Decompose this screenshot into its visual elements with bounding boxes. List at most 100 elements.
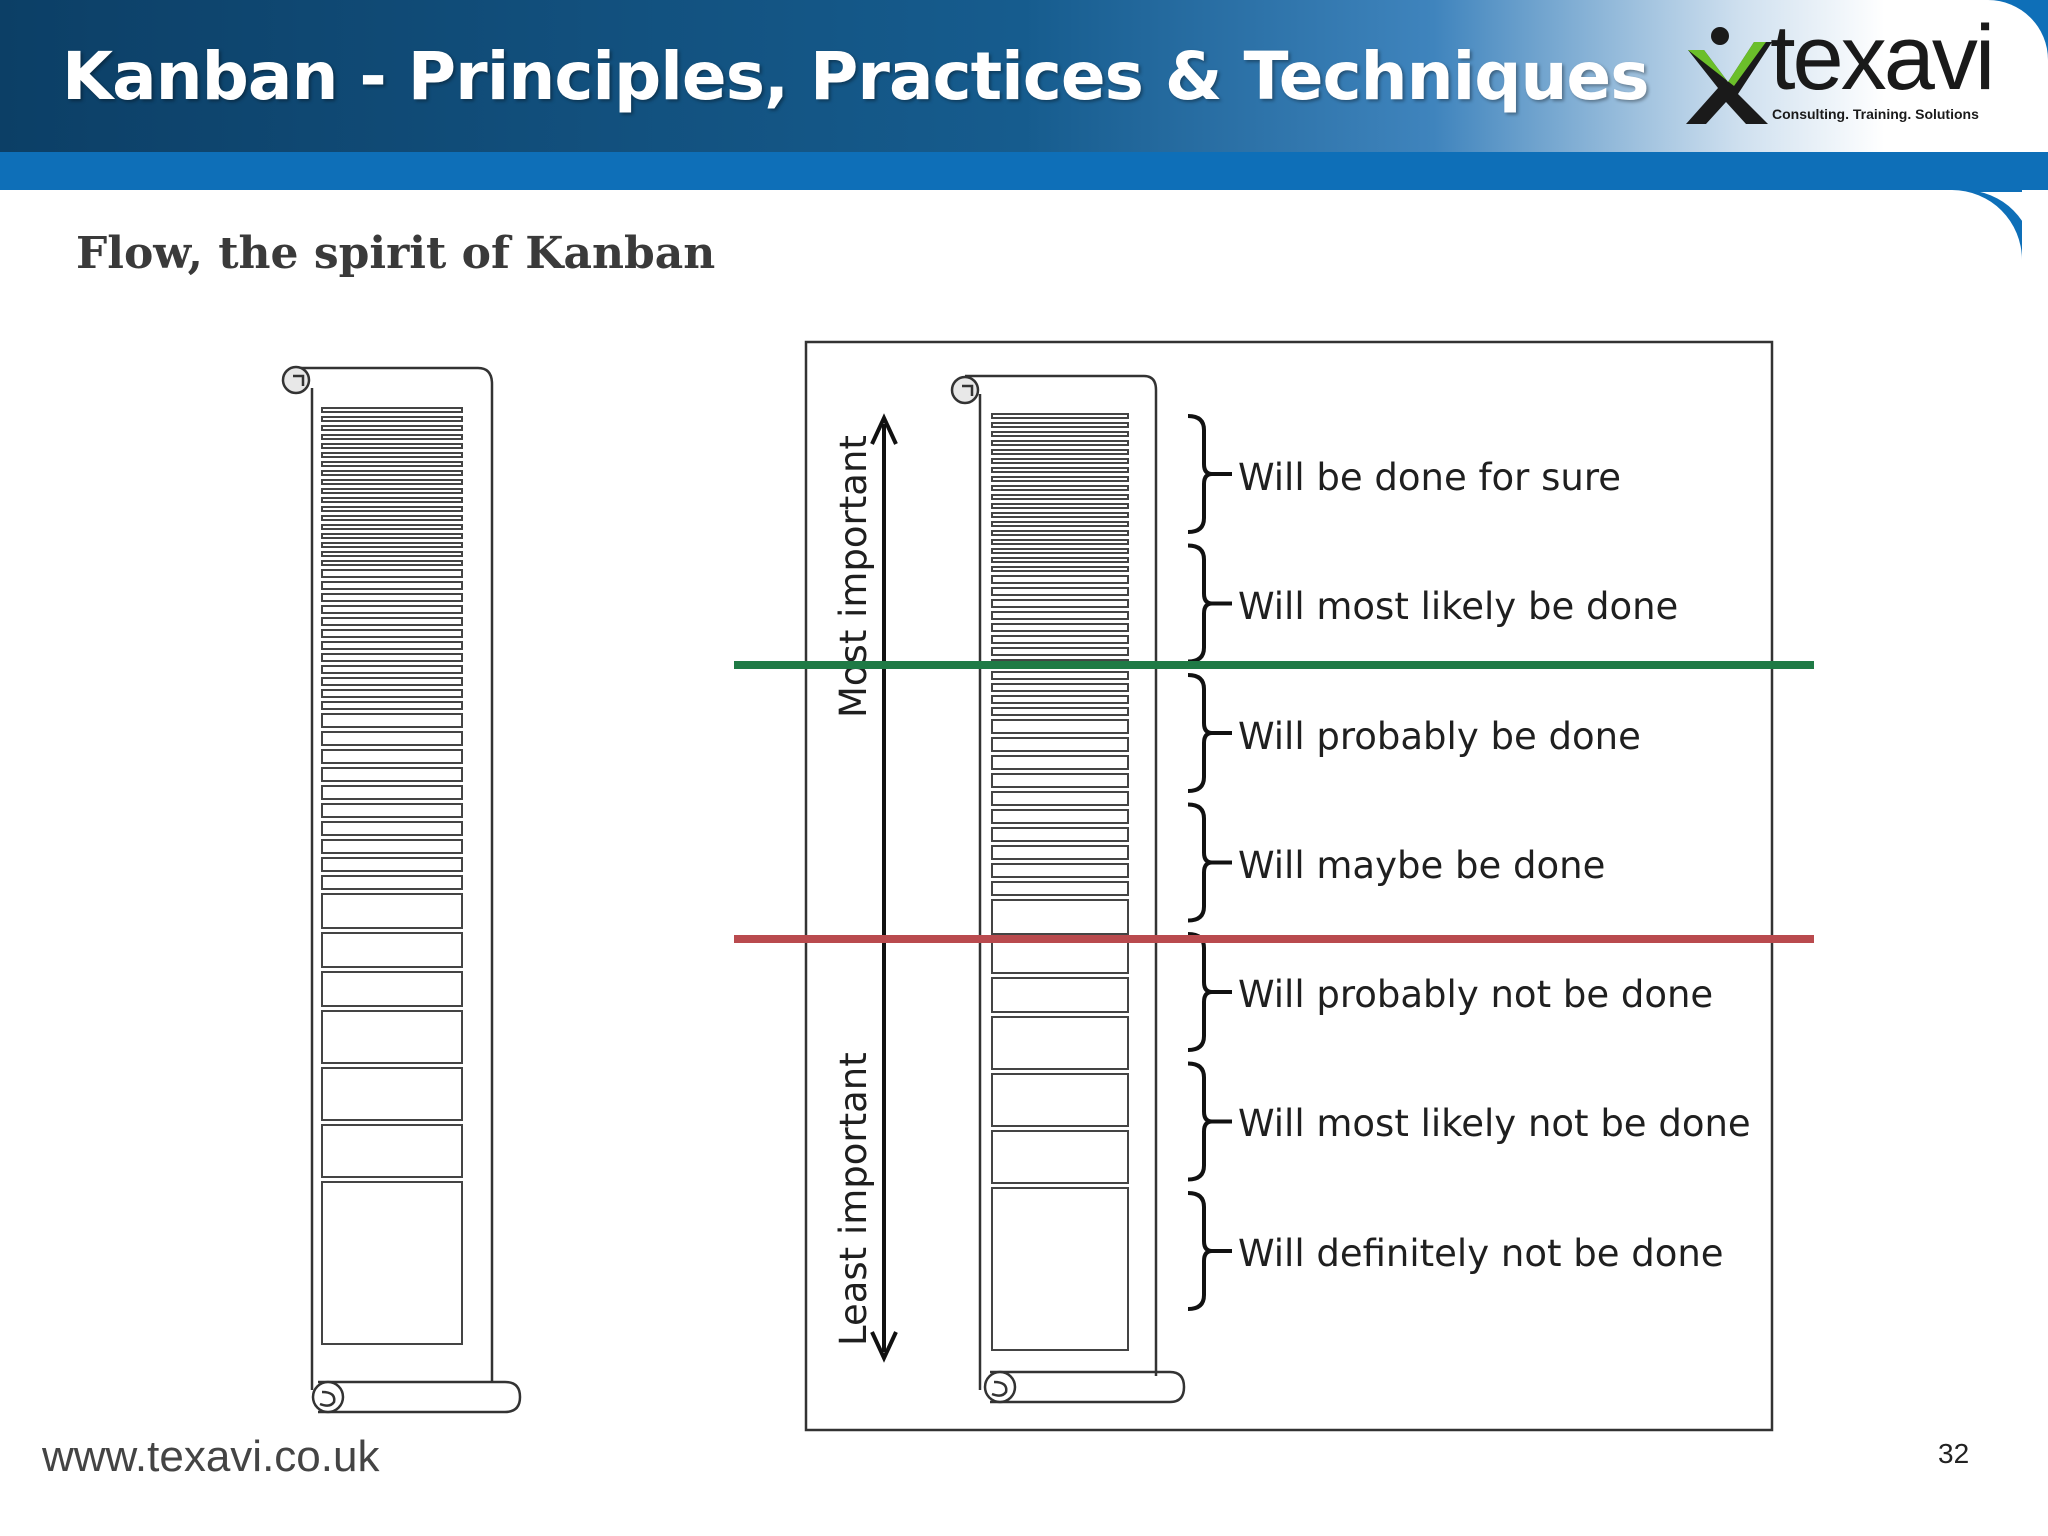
backlog-item [321, 497, 463, 503]
backlog-item [321, 443, 463, 449]
backlog-item [991, 557, 1129, 563]
backlog-item [321, 470, 463, 476]
logo-tagline: Consulting. Training. Solutions [1772, 106, 1979, 122]
backlog-item [991, 938, 1129, 974]
backlog-item [991, 647, 1129, 656]
backlog-item [991, 431, 1129, 437]
backlog-item [321, 749, 463, 764]
header-gradient [0, 0, 2048, 152]
bracket [1187, 414, 1232, 534]
backlog-item [991, 467, 1129, 473]
left-backlog-scroll [281, 365, 522, 1414]
backlog-item [991, 683, 1129, 692]
backlog-item [321, 857, 463, 872]
backlog-item [321, 581, 463, 590]
backlog-item [321, 653, 463, 662]
backlog-item [991, 587, 1129, 596]
bracket [1187, 1191, 1232, 1311]
backlog-item [321, 461, 463, 467]
backlog-item [991, 485, 1129, 491]
running-person-icon [1686, 27, 1772, 124]
backlog-item [321, 689, 463, 698]
slide-title: Kanban - Principles, Practices & Techniq… [62, 38, 1649, 115]
backlog-item [321, 803, 463, 818]
backlog-item [991, 440, 1129, 446]
backlog-item [321, 713, 463, 728]
backlog-item [321, 569, 463, 578]
backlog-item [991, 476, 1129, 482]
backlog-item [321, 617, 463, 626]
backlog-item [321, 629, 463, 638]
backlog-item [991, 422, 1129, 428]
backlog-item [321, 875, 463, 890]
backlog-item [321, 1067, 463, 1121]
backlog-item [321, 524, 463, 530]
backlog-item [991, 539, 1129, 545]
backlog-item [991, 503, 1129, 509]
backlog-item [991, 977, 1129, 1013]
backlog-item [321, 560, 463, 566]
backlog-item [321, 701, 463, 710]
backlog-item [321, 1181, 463, 1345]
backlog-item [991, 449, 1129, 455]
backlog-item [991, 755, 1129, 770]
backlog-item [991, 1187, 1129, 1351]
backlog-item [991, 611, 1129, 620]
right-backlog-scroll [950, 374, 1186, 1404]
backlog-item [321, 407, 463, 413]
importance-axis [870, 413, 898, 1363]
backlog-item [321, 551, 463, 557]
bracket [1187, 673, 1232, 793]
bracket-label: Will maybe be done [1238, 844, 1605, 887]
header-bar: Kanban - Principles, Practices & Techniq… [0, 0, 2048, 192]
backlog-item [991, 530, 1129, 536]
backlog-item [321, 605, 463, 614]
right-backlog-items [991, 413, 1129, 1351]
backlog-item [321, 767, 463, 782]
backlog-item [991, 809, 1129, 824]
footer-website[interactable]: www.texavi.co.uk [42, 1432, 380, 1481]
bracket-label: Will definitely not be done [1238, 1232, 1724, 1275]
backlog-item [321, 731, 463, 746]
backlog-item [321, 506, 463, 512]
backlog-item [321, 839, 463, 854]
backlog-item [991, 575, 1129, 584]
backlog-item [321, 1010, 463, 1064]
bracket [1187, 932, 1232, 1052]
backlog-item [991, 635, 1129, 644]
backlog-item [321, 488, 463, 494]
backlog-item [991, 512, 1129, 518]
backlog-item [321, 665, 463, 674]
backlog-item [991, 623, 1129, 632]
backlog-item [321, 434, 463, 440]
slide-subtitle: Flow, the spirit of Kanban [76, 228, 716, 279]
bracket [1187, 543, 1232, 664]
backlog-item [991, 1073, 1129, 1127]
backlog-item [991, 671, 1129, 680]
bracket [1187, 1061, 1232, 1182]
backlog-item [321, 821, 463, 836]
right-rail [2022, 190, 2048, 1536]
backlog-item [991, 458, 1129, 464]
backlog-item [321, 893, 463, 929]
backlog-item [991, 791, 1129, 806]
backlog-item [321, 542, 463, 548]
texavi-logo: texavi Consulting. Training. Solutions [1676, 12, 1995, 128]
backlog-item [321, 785, 463, 800]
backlog-item [991, 695, 1129, 704]
backlog-item [991, 719, 1129, 734]
axis-least-important-label: Least important [832, 1052, 875, 1346]
backlog-item [321, 416, 463, 422]
backlog-item [991, 1016, 1129, 1070]
backlog-item [991, 845, 1129, 860]
bracket-label: Will probably be done [1238, 715, 1641, 758]
backlog-item [321, 1124, 463, 1178]
backlog-item [991, 863, 1129, 878]
backlog-item [321, 677, 463, 686]
left-backlog-items [321, 407, 463, 1345]
backlog-item [991, 737, 1129, 752]
backlog-item [321, 533, 463, 539]
backlog-item [991, 1130, 1129, 1184]
logo-wordmark: texavi [1770, 7, 1995, 109]
